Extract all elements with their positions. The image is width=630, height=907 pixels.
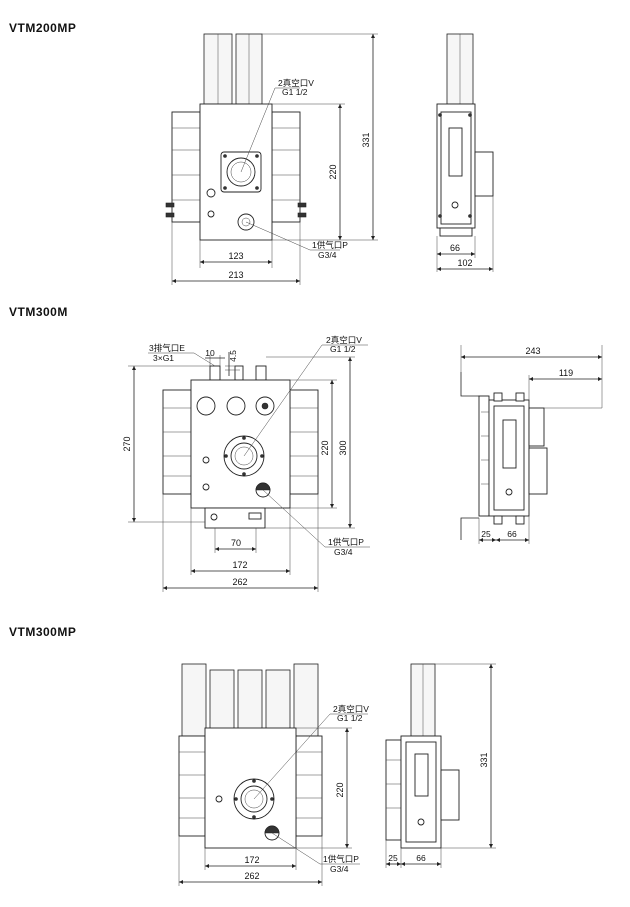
- dim-vtm200mp-w-inner: 123: [228, 251, 243, 261]
- dim-vtm300m-side-a: 25: [481, 529, 491, 539]
- dim-vtm300m-w-total: 262: [232, 577, 247, 587]
- label-vtm300m-exhaust-size: 3×G1: [153, 353, 174, 363]
- label-vtm300mp-supply: 1供气口P: [323, 854, 359, 864]
- dim-vtm300m-h-total: 300: [338, 440, 348, 455]
- label-vtm300m-exhaust: 3排气口E: [149, 343, 185, 353]
- dim-vtm300mp-h-body: 220: [335, 782, 345, 797]
- label-vtm200mp-vacuum: 2真空口V: [278, 78, 314, 88]
- dim-vtm300m-w-bottom: 70: [231, 538, 241, 548]
- label-vtm200mp-supply: 1供气口P: [312, 240, 348, 250]
- dim-vtm300mp-h-total: 331: [479, 752, 489, 767]
- vtm300mp-side-view: [385, 663, 496, 868]
- dim-vtm200mp-side-total: 102: [457, 258, 472, 268]
- vtm300m-side-view: [460, 345, 603, 544]
- vtm200mp-side-view: [436, 33, 494, 272]
- model-title-vtm200mp: VTM200MP: [9, 21, 77, 35]
- dim-vtm300mp-w-total: 262: [244, 871, 259, 881]
- label-vtm300mp-supply-size: G3/4: [330, 864, 349, 874]
- label-vtm300m-vacuum: 2真空口V: [326, 335, 362, 345]
- dim-vtm200mp-side-inner: 66: [450, 243, 460, 253]
- dim-vtm300m-h-body: 220: [320, 440, 330, 455]
- model-title-vtm300m: VTM300M: [9, 305, 68, 319]
- dim-vtm300m-side-total: 243: [525, 346, 540, 356]
- dim-vtm300mp-w-inner: 172: [244, 855, 259, 865]
- dim-vtm200mp-h-body: 220: [328, 164, 338, 179]
- label-vtm300m-supply-size: G3/4: [334, 547, 353, 557]
- dim-vtm300mp-side-a: 25: [388, 853, 398, 863]
- dim-vtm300mp-side-b: 66: [416, 853, 426, 863]
- dim-vtm300m-top-a: 10: [205, 348, 215, 358]
- label-vtm300mp-vacuum-size: G1 1/2: [337, 713, 363, 723]
- label-vtm300m-supply: 1供气口P: [328, 537, 364, 547]
- dim-vtm300m-side-tube: 119: [559, 368, 573, 378]
- dim-vtm300m-top-b: 4.5: [228, 350, 238, 362]
- dim-vtm300m-w-inner: 172: [232, 560, 247, 570]
- dim-vtm200mp-h-total: 331: [361, 132, 371, 147]
- dim-vtm300m-h-left: 270: [122, 436, 132, 451]
- label-vtm300mp-vacuum: 2真空口V: [333, 704, 369, 714]
- dim-vtm300m-side-b: 66: [507, 529, 517, 539]
- vtm300mp-front-view: [178, 663, 368, 886]
- label-vtm300m-vacuum-size: G1 1/2: [330, 344, 356, 354]
- label-vtm200mp-supply-size: G3/4: [318, 250, 337, 260]
- model-title-vtm300mp: VTM300MP: [9, 625, 77, 639]
- label-vtm200mp-vacuum-size: G1 1/2: [282, 87, 308, 97]
- dim-vtm200mp-w-total: 213: [228, 270, 243, 280]
- vtm300m-front-view: [128, 344, 370, 592]
- vtm200mp-front-view: [165, 33, 378, 285]
